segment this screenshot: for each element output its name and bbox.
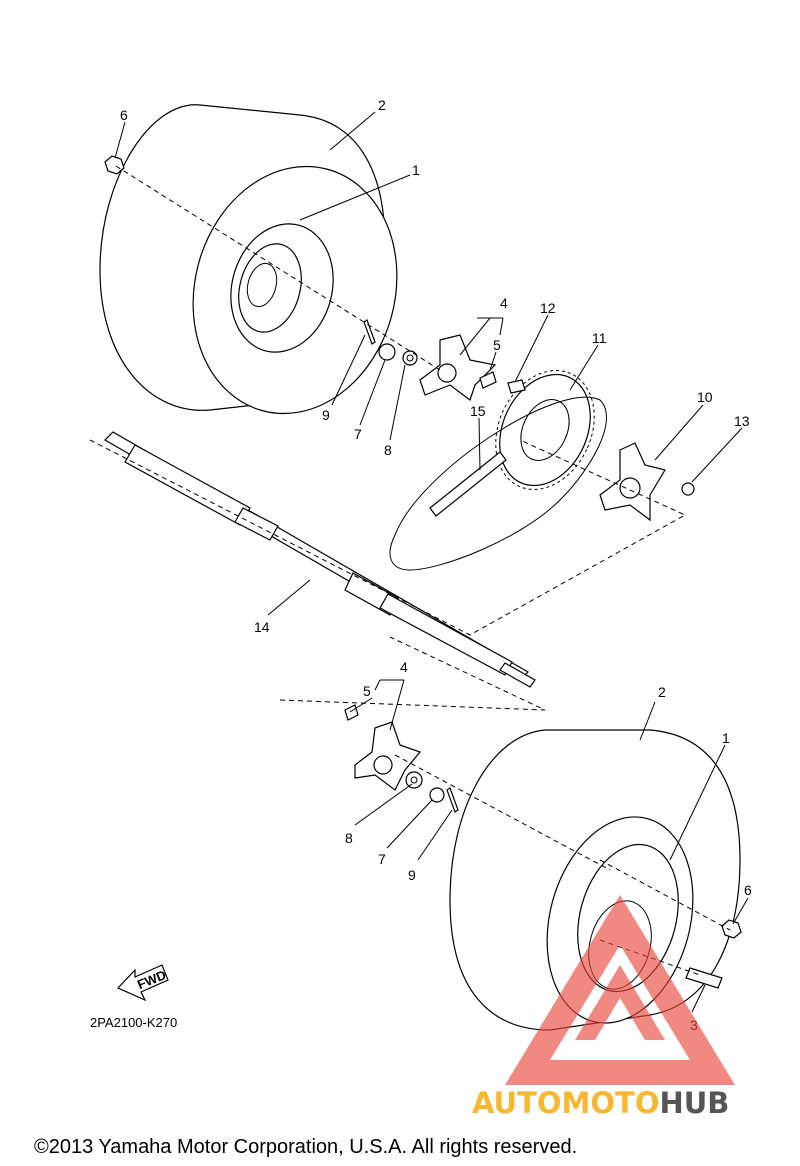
callout-5-bot: 5 bbox=[363, 683, 371, 699]
upper-small-parts bbox=[363, 319, 418, 366]
fwd-arrow: FWD bbox=[116, 964, 169, 1002]
diagram-code: 2PA2100-K270 bbox=[90, 1015, 177, 1030]
callout-5-top: 5 bbox=[493, 337, 501, 353]
callout-8-bot: 8 bbox=[345, 830, 353, 846]
watermark-logo bbox=[505, 895, 735, 1085]
callout-4-bot: 4 bbox=[400, 659, 408, 675]
callout-11: 11 bbox=[592, 330, 607, 346]
callout-1-bot: 1 bbox=[722, 730, 730, 746]
fwd-label: FWD bbox=[135, 967, 168, 992]
chain bbox=[389, 396, 607, 571]
watermark-text: AUTOMOTOHUB bbox=[472, 1086, 729, 1120]
callout-7-top: 7 bbox=[354, 426, 362, 442]
callout-12: 12 bbox=[540, 300, 556, 316]
callout-13: 13 bbox=[734, 413, 750, 429]
callout-15: 15 bbox=[470, 403, 486, 419]
lower-tire bbox=[449, 729, 741, 1031]
leader-lines bbox=[114, 111, 749, 1013]
callout-2-top: 2 bbox=[378, 97, 386, 113]
watermark-part2: HUB bbox=[659, 1086, 729, 1120]
axle-shaft bbox=[104, 431, 536, 688]
copyright-text: ©2013 Yamaha Motor Corporation, U.S.A. A… bbox=[34, 1136, 577, 1158]
callout-9-bot: 9 bbox=[408, 867, 416, 883]
lower-small-parts bbox=[405, 771, 459, 813]
callout-10: 10 bbox=[697, 389, 713, 405]
callout-4-top: 4 bbox=[500, 295, 508, 311]
callout-7-bot: 7 bbox=[378, 851, 386, 867]
callout-labels: 6 2 1 4 5 12 11 9 7 8 15 10 13 14 4 5 2 … bbox=[120, 97, 752, 1033]
upper-nut bbox=[104, 155, 125, 175]
upper-tire bbox=[99, 104, 398, 415]
callout-14: 14 bbox=[254, 619, 270, 635]
callout-6-bot: 6 bbox=[744, 882, 752, 898]
callout-6-top: 6 bbox=[120, 107, 128, 123]
assembly-lines bbox=[89, 165, 731, 976]
callout-1-top: 1 bbox=[412, 162, 420, 178]
callout-2-bot: 2 bbox=[658, 684, 666, 700]
callout-8-top: 8 bbox=[384, 442, 392, 458]
watermark-part1: AUTOMOTO bbox=[472, 1086, 659, 1120]
lower-nut bbox=[721, 919, 742, 939]
upper-hub bbox=[419, 334, 497, 401]
sprocket bbox=[495, 370, 595, 490]
sprocket-bolt bbox=[507, 379, 526, 394]
sprocket-hub bbox=[599, 442, 695, 522]
callout-9-top: 9 bbox=[322, 407, 330, 423]
watermark-triangle-icon bbox=[505, 895, 735, 1085]
